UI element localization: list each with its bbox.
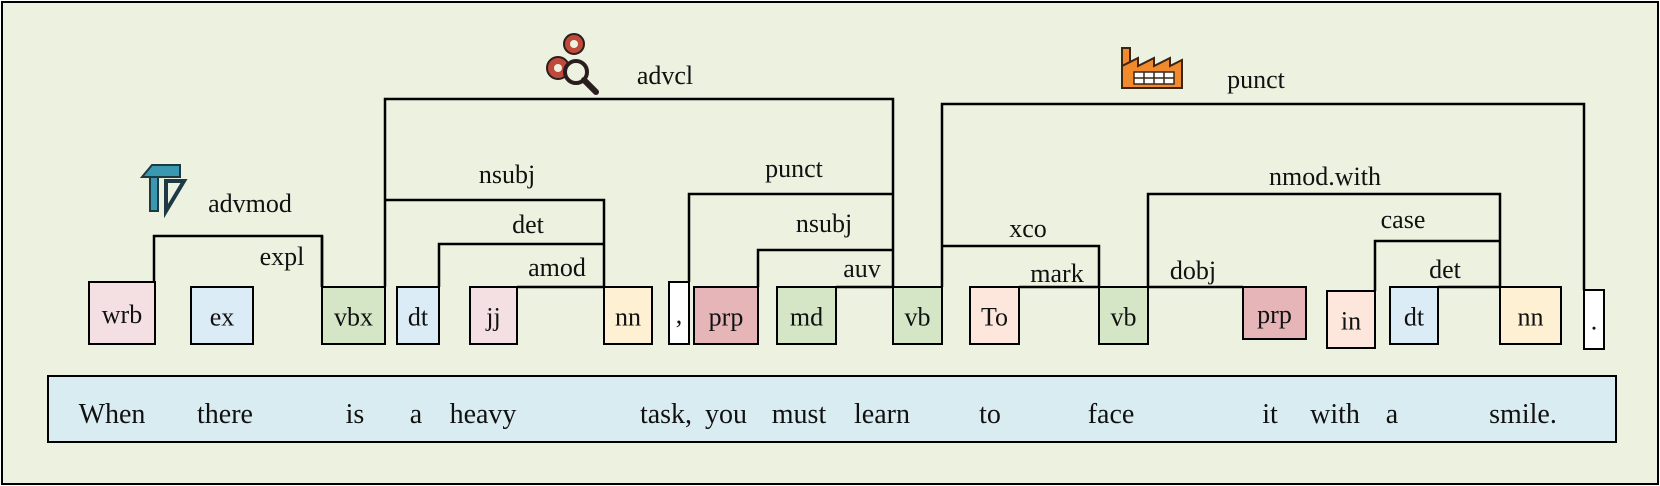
sentence-word: a bbox=[410, 399, 423, 430]
arc-label-13: nmod.with bbox=[1269, 162, 1381, 191]
token-13: prp bbox=[1242, 286, 1307, 340]
arc-punct-2 bbox=[940, 102, 1586, 290]
tag-box bbox=[469, 286, 518, 345]
token-7: , bbox=[668, 281, 690, 345]
sentence-word: it bbox=[1262, 399, 1278, 430]
tag-box bbox=[969, 286, 1020, 345]
tag-label: wrb bbox=[102, 300, 142, 329]
token-2: ex bbox=[190, 286, 254, 345]
token-1: wrb bbox=[88, 281, 156, 345]
arc-case bbox=[1373, 239, 1500, 291]
tag-box bbox=[88, 281, 156, 345]
sentence-word: there bbox=[197, 399, 253, 430]
tag-box bbox=[1326, 290, 1376, 349]
tag-box bbox=[892, 286, 943, 345]
sentence-word: heavy bbox=[450, 399, 517, 430]
tag-label: To bbox=[981, 303, 1008, 332]
token-9: md bbox=[776, 286, 837, 345]
sentence-box bbox=[47, 375, 1617, 443]
arc-xco bbox=[942, 244, 1101, 287]
tag-label: dt bbox=[408, 303, 429, 332]
tag-label: , bbox=[676, 300, 683, 329]
arc-det-1 bbox=[437, 242, 604, 287]
sentence-word: you bbox=[705, 399, 747, 430]
tag-label: nn bbox=[615, 303, 641, 332]
token-12: vb bbox=[1098, 286, 1149, 345]
token-17: . bbox=[1583, 289, 1605, 350]
token-11: To bbox=[969, 286, 1020, 345]
token-4: dt bbox=[396, 286, 440, 345]
tag-label: vbx bbox=[334, 303, 373, 332]
tag-box bbox=[668, 281, 690, 345]
tag-label: prp bbox=[709, 303, 744, 332]
tag-box bbox=[776, 286, 837, 345]
arc-label-2: expl bbox=[260, 242, 305, 271]
sentence-word: smile. bbox=[1489, 399, 1557, 430]
sentence-word: When bbox=[79, 399, 146, 430]
tag-label: vb bbox=[905, 303, 931, 332]
arc-label-15: case bbox=[1381, 205, 1426, 234]
tag-label: jj bbox=[485, 303, 500, 332]
sentence-word: must bbox=[772, 399, 827, 430]
tag-box bbox=[190, 286, 254, 345]
tag-label: md bbox=[790, 303, 823, 332]
tag-label: ex bbox=[210, 303, 235, 332]
tag-label: prp bbox=[1257, 300, 1292, 329]
pos-tag-row: wrb ex vbx dt jj nn, prp md vb To vb prp in dt nn. bbox=[88, 281, 1605, 350]
arc-label-12: mark bbox=[1030, 259, 1083, 288]
sentence-word: with bbox=[1310, 399, 1360, 430]
tag-box bbox=[1098, 286, 1149, 345]
tag-label: nn bbox=[1518, 303, 1544, 332]
arc-label-5: det bbox=[512, 210, 545, 239]
tag-label: dt bbox=[1404, 303, 1425, 332]
arc-label-10: punct bbox=[1227, 65, 1286, 94]
sentence-word: learn bbox=[854, 399, 910, 430]
ruler-triangle-icon bbox=[139, 164, 188, 219]
tag-label: in bbox=[1341, 307, 1361, 336]
arc-labels: advmod expl advcl nsubj det amod punct nsubj auv… bbox=[208, 61, 1462, 288]
tag-box bbox=[396, 286, 440, 345]
token-5: jj bbox=[469, 286, 518, 345]
token-16: nn bbox=[1499, 286, 1562, 345]
token-3: vbx bbox=[321, 286, 386, 345]
arc-label-14: dobj bbox=[1170, 256, 1216, 285]
arc-label-9: auv bbox=[843, 254, 881, 283]
tag-label: . bbox=[1591, 307, 1598, 336]
arc-label-6: amod bbox=[528, 253, 586, 282]
tag-box bbox=[321, 286, 386, 345]
arc-label-4: nsubj bbox=[479, 160, 535, 189]
arc-label-16: det bbox=[1429, 255, 1462, 284]
tag-box bbox=[1242, 286, 1307, 340]
token-14: in bbox=[1326, 290, 1376, 349]
tag-box bbox=[1499, 286, 1562, 345]
arc-nsubj-2 bbox=[756, 248, 893, 287]
factory-icon bbox=[1121, 47, 1183, 89]
arc-label-1: advmod bbox=[208, 189, 292, 218]
tag-box bbox=[693, 286, 759, 345]
arc-label-11: xco bbox=[1009, 214, 1047, 243]
token-6: nn bbox=[603, 286, 653, 345]
arc-punct-1 bbox=[687, 192, 893, 282]
tag-box bbox=[1389, 286, 1439, 345]
sentence-word: face bbox=[1088, 399, 1135, 430]
token-10: vb bbox=[892, 286, 943, 345]
sentence-word: task, bbox=[640, 399, 692, 430]
tag-box bbox=[1583, 289, 1605, 350]
sentence-word: to bbox=[979, 399, 1001, 430]
arc-nsubj-1 bbox=[385, 198, 606, 287]
sentence-word: a bbox=[1386, 399, 1399, 430]
gears-magnifier-icon bbox=[546, 33, 599, 95]
token-15: dt bbox=[1389, 286, 1439, 345]
arc-label-7: punct bbox=[765, 154, 824, 183]
sentence-word: is bbox=[346, 399, 365, 430]
tag-box bbox=[603, 286, 653, 345]
token-8: prp bbox=[693, 286, 759, 345]
arc-label-8: nsubj bbox=[796, 209, 852, 238]
dependency-arcs bbox=[152, 97, 1586, 291]
arc-label-3: advcl bbox=[637, 61, 693, 90]
tag-label: vb bbox=[1111, 303, 1137, 332]
